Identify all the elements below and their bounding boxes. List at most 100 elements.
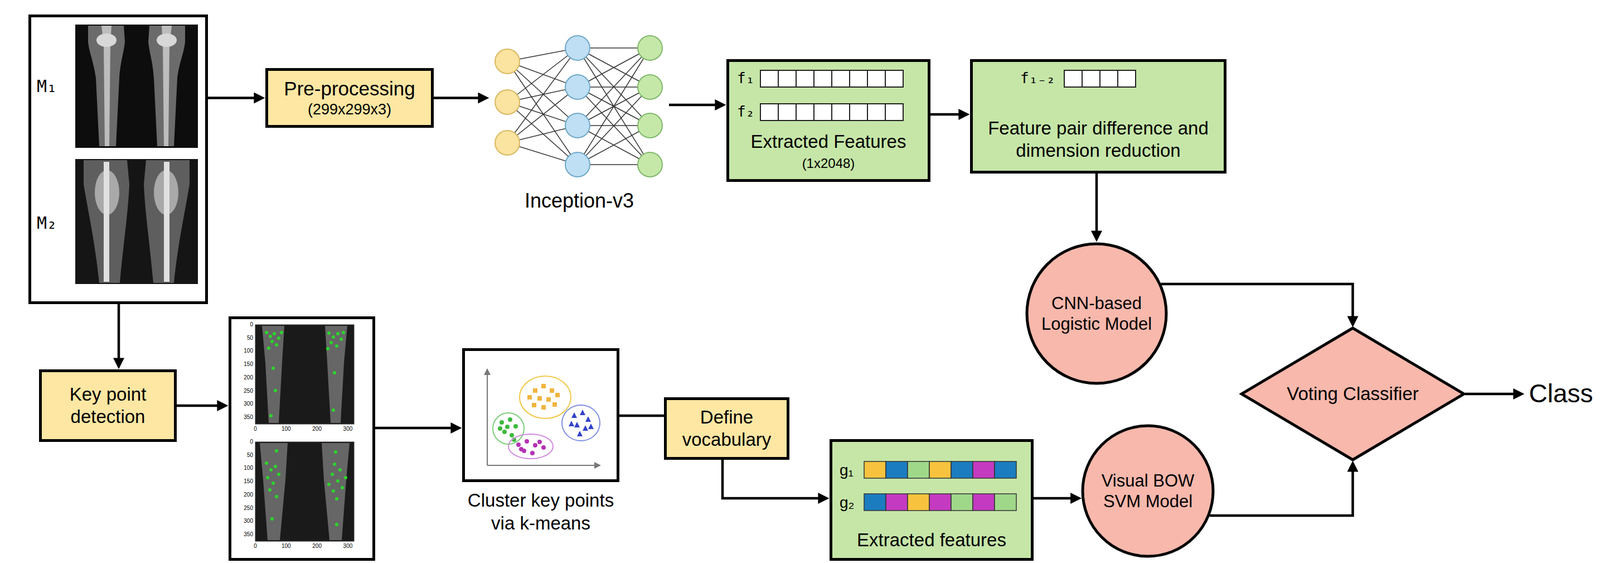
arrow-connector <box>207 96 263 100</box>
text-slot: 300 <box>236 400 254 407</box>
axis-tick: 100 <box>277 542 295 550</box>
axis-tick: 350 <box>236 413 254 421</box>
text-slot: 50 <box>236 451 254 459</box>
text-slot: Cluster key points via k-means <box>456 488 625 535</box>
node-text: Extracted features <box>829 528 1034 551</box>
model-circle: CNN-based Logistic Model <box>1025 241 1168 385</box>
axis-tick: 50 <box>236 451 254 459</box>
text-slot: 100 <box>236 347 254 355</box>
axis-tick: 300 <box>339 425 357 433</box>
node-text: Pre-processing <box>283 76 415 101</box>
arrow-connector <box>375 426 459 430</box>
text-slot: f₁₋₂ <box>1020 69 1063 87</box>
text-slot: 300 <box>236 517 254 525</box>
text-slot: 250 <box>236 387 254 395</box>
text-slot: M₂ <box>36 212 71 234</box>
axis-tick: 150 <box>236 477 254 485</box>
feature-box: f₁₋₂ Feature pair difference and dimensio… <box>970 59 1227 174</box>
circle-outline <box>1080 423 1215 558</box>
circle-shape <box>1026 243 1167 383</box>
text-slot: g₁ <box>839 460 862 480</box>
node-text: f₁ <box>737 69 760 87</box>
cluster-panel: Cluster key points via k-means <box>462 347 620 541</box>
mri-image <box>75 158 198 284</box>
axis-tick: 350 <box>236 530 254 538</box>
node-text: Voting Classifier <box>1286 382 1419 405</box>
text-slot: (1x2048) <box>726 155 931 172</box>
model-circle: Visual BOW SVM Model <box>1080 423 1215 558</box>
axis-tick: 250 <box>236 504 254 512</box>
process-box: Key point detection <box>39 369 177 442</box>
output-label: Class <box>1524 377 1598 410</box>
cluster-drawing <box>483 367 601 469</box>
arrow-connector <box>722 459 827 498</box>
node-text: (299x299x3) <box>307 100 392 119</box>
network-drawing <box>495 35 663 177</box>
node-text: f₂ <box>737 103 760 121</box>
process-box: Pre-processing(299x299x3) <box>265 68 434 128</box>
arrow-connector <box>619 414 664 418</box>
text-slot: g₂ <box>839 492 862 512</box>
node-text: g₁ <box>839 460 862 480</box>
arrow-connector <box>1033 496 1079 500</box>
node-text: Inception-v3 <box>489 188 669 213</box>
text-slot: 50 <box>236 334 254 342</box>
text-slot: Extracted features <box>829 528 1034 551</box>
text-slot: Inception-v3 <box>489 188 669 213</box>
circle-shape <box>1082 425 1214 556</box>
arrow-connector <box>176 404 226 407</box>
text-slot: 0 <box>236 321 254 328</box>
text-slot: 100 <box>277 542 295 550</box>
node-text: Class <box>1528 377 1593 409</box>
text-slot: 100 <box>236 464 254 472</box>
text-slot: Extracted Features <box>726 130 931 153</box>
axis-tick: 0 <box>236 321 254 328</box>
node-text: f₁₋₂ <box>1020 69 1063 87</box>
axis-tick: 0 <box>236 438 254 445</box>
arrow-connector <box>1465 392 1522 396</box>
node-text: Feature pair difference and dimension re… <box>976 117 1220 162</box>
arrow-connector <box>117 303 121 366</box>
axis-tick: 200 <box>308 542 326 550</box>
text-slot: 300 <box>339 425 357 433</box>
text-slot: 200 <box>236 491 254 498</box>
mri-image <box>75 24 198 148</box>
text-slot: 350 <box>236 413 254 421</box>
text-slot: 100 <box>277 425 295 433</box>
node-text: Extracted Features <box>726 130 931 153</box>
text-slot: 0 <box>236 438 254 445</box>
node-text: Visual BOW SVM Model <box>1093 469 1203 512</box>
text-slot: f₁ <box>737 69 760 87</box>
text-slot: 200 <box>308 542 326 550</box>
axis-tick: 300 <box>339 542 357 550</box>
keypoint-plot <box>255 441 355 541</box>
word-cells <box>864 461 1017 511</box>
axis-tick: 200 <box>308 425 326 433</box>
text-slot: 150 <box>236 477 254 485</box>
text-slot: 200 <box>236 374 254 381</box>
feature-box: f₁ f₂ Extracted Features (1x2048) <box>726 59 931 182</box>
axis-tick: 250 <box>236 387 254 395</box>
node-text: Define vocabulary <box>676 405 777 450</box>
axis-tick: 50 <box>236 334 254 342</box>
keypoint-plot <box>255 324 355 424</box>
circle-outline <box>1025 241 1168 385</box>
panel-frame <box>462 347 620 482</box>
text-slot: 250 <box>236 504 254 512</box>
axis-tick: 100 <box>236 347 254 355</box>
text-slot: 0 <box>246 425 264 433</box>
image-panel: M₁ M₂ <box>28 14 208 304</box>
axis-tick: 100 <box>277 425 295 433</box>
axis-tick: 300 <box>236 400 254 407</box>
node-text: g₂ <box>839 492 862 512</box>
arrow-connector <box>930 113 967 116</box>
text-slot: 200 <box>308 425 326 433</box>
arrow-connector <box>668 103 724 107</box>
arrow-connector <box>1095 173 1099 239</box>
text-slot: M₁ <box>36 76 71 97</box>
process-box: Define vocabulary <box>663 396 790 460</box>
axis-tick: 0 <box>246 425 264 433</box>
text-slot: 300 <box>339 542 357 550</box>
text-slot: f₂ <box>737 103 760 121</box>
